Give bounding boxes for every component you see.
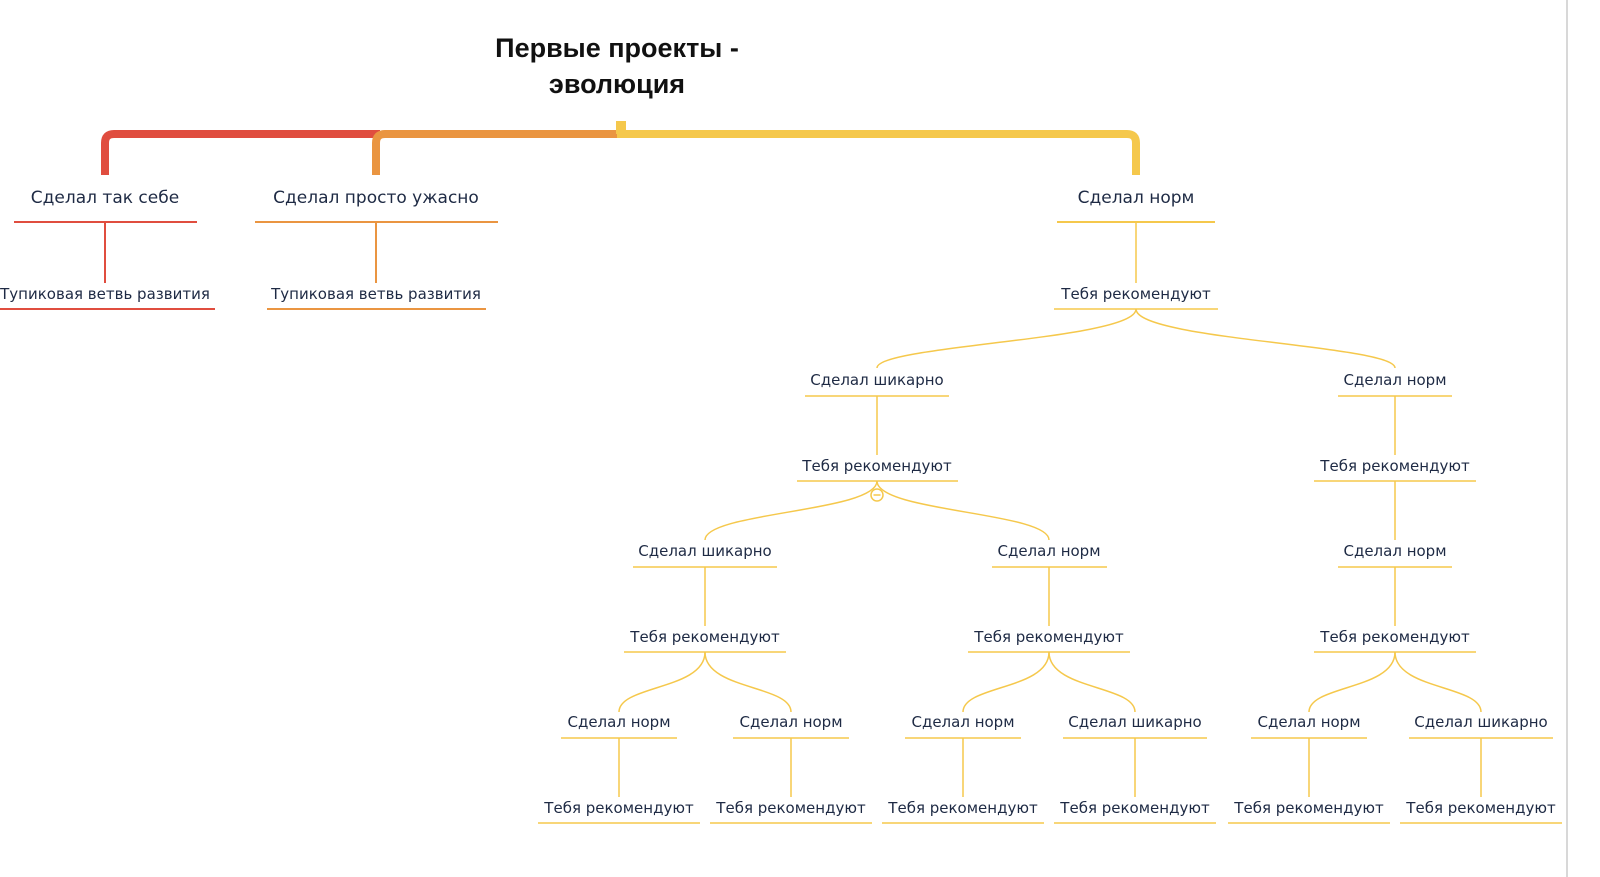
subtopic-recommended[interactable]: Тебя рекомендуют: [1061, 285, 1211, 303]
subtopic-normal[interactable]: Сделал норм: [997, 542, 1101, 560]
connector: [962, 651, 1050, 713]
subtopic-recommended[interactable]: Тебя рекомендуют: [888, 799, 1038, 817]
connector: [704, 480, 878, 541]
subtopic-recommended[interactable]: Тебя рекомендуют: [974, 628, 1124, 646]
subtopic-great[interactable]: Сделал шикарно: [1414, 713, 1548, 731]
connector: [876, 308, 1137, 369]
connector: [1135, 308, 1396, 369]
topic-so-so[interactable]: Сделал так себе: [30, 188, 180, 208]
topic-normal[interactable]: Сделал норм: [1077, 188, 1195, 208]
subtopic-recommended[interactable]: Тебя рекомендуют: [1320, 457, 1470, 475]
topic-terrible[interactable]: Сделал просто ужасно: [273, 188, 479, 208]
trunk-yellow: [617, 130, 1140, 175]
subtopic-recommended[interactable]: Тебя рекомендуют: [1234, 799, 1384, 817]
subtopic-recommended[interactable]: Тебя рекомендуют: [1406, 799, 1556, 817]
subtopic-recommended[interactable]: Тебя рекомендуют: [630, 628, 780, 646]
root-title-line-1: Первые проекты -: [495, 33, 739, 63]
root-topic[interactable]: Первые проекты - эволюция: [467, 30, 767, 102]
trunk-red: [101, 130, 380, 175]
subtopic-normal[interactable]: Сделал норм: [567, 713, 671, 731]
subtopic-great[interactable]: Сделал шикарно: [1068, 713, 1202, 731]
minus-circle-icon[interactable]: [870, 488, 884, 502]
subtopic-normal[interactable]: Сделал норм: [911, 713, 1015, 731]
connector: [876, 480, 1050, 541]
canvas-edge: [1566, 0, 1568, 877]
subtopic-recommended[interactable]: Тебя рекомендуют: [802, 457, 952, 475]
subtopic-normal[interactable]: Сделал норм: [1257, 713, 1361, 731]
root-title-line-2: эволюция: [548, 69, 686, 99]
root-stub: [616, 121, 626, 134]
subtopic-recommended[interactable]: Тебя рекомендуют: [1060, 799, 1210, 817]
connector: [1048, 651, 1136, 713]
connector: [1394, 651, 1482, 713]
connector: [618, 651, 706, 713]
subtopic-great[interactable]: Сделал шикарно: [638, 542, 772, 560]
subtopic-dead-end[interactable]: Тупиковая ветвь развития: [0, 285, 210, 303]
connector: [1308, 651, 1396, 713]
subtopic-normal[interactable]: Сделал норм: [739, 713, 843, 731]
subtopic-normal[interactable]: Сделал норм: [1343, 371, 1447, 389]
subtopic-dead-end[interactable]: Тупиковая ветвь развития: [271, 285, 481, 303]
subtopic-recommended[interactable]: Тебя рекомендуют: [544, 799, 694, 817]
subtopic-recommended[interactable]: Тебя рекомендуют: [716, 799, 866, 817]
subtopic-recommended[interactable]: Тебя рекомендуют: [1320, 628, 1470, 646]
subtopic-normal[interactable]: Сделал норм: [1343, 542, 1447, 560]
connector: [704, 651, 792, 713]
subtopic-great[interactable]: Сделал шикарно: [810, 371, 944, 389]
trunk-orange: [372, 130, 617, 175]
